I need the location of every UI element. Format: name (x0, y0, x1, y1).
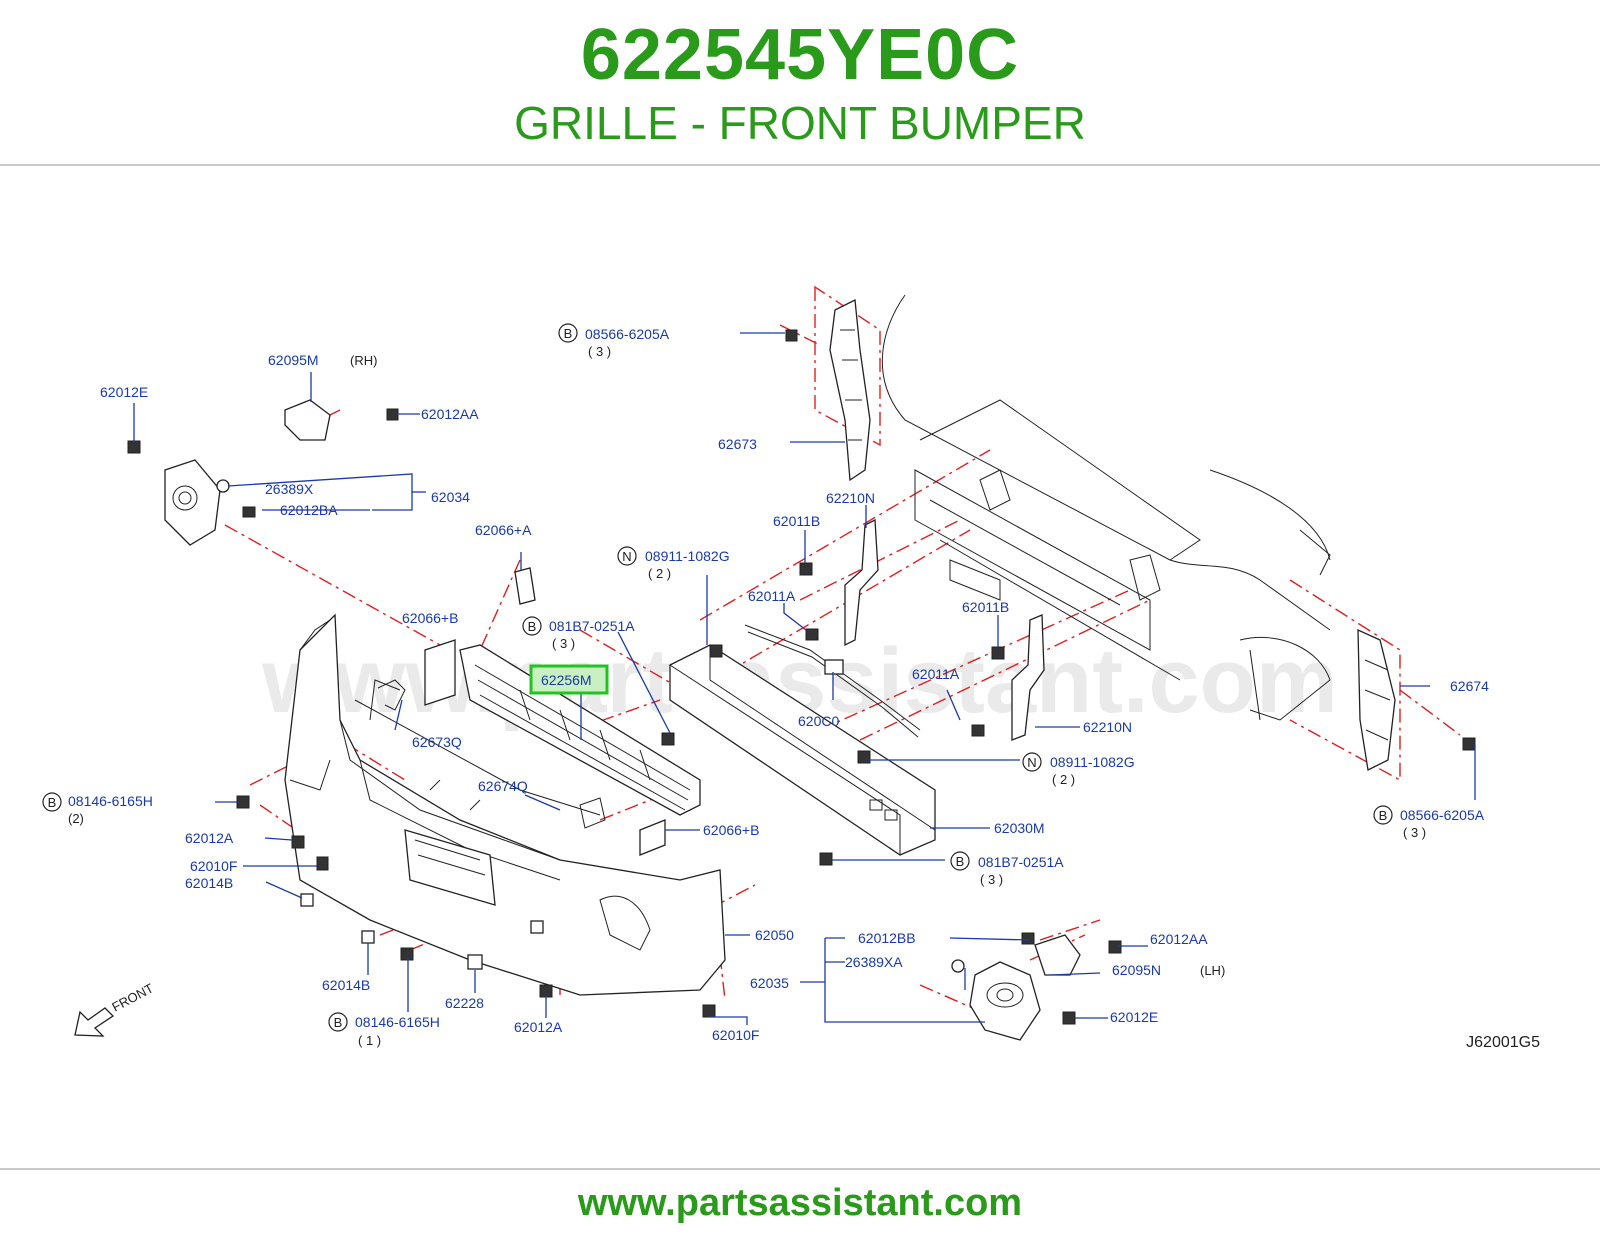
qty-2: ( 2 ) (1052, 772, 1075, 787)
label-620C0: 620C0 (798, 713, 839, 729)
label-26389XA: 26389XA (845, 954, 903, 970)
label-62066B-right: 62066+B (703, 822, 759, 838)
label-62012E: 62012E (100, 384, 148, 400)
leader-lines (133, 332, 1476, 1025)
label-08566-6205A-right: 08566-6205A (1400, 807, 1485, 823)
qty-3: ( 3 ) (980, 872, 1003, 887)
footer-website-url: www.partsassistant.com (577, 1182, 1023, 1224)
label-26389X: 26389X (265, 481, 314, 497)
label-rh: (RH) (350, 353, 377, 368)
qty-1: ( 1 ) (358, 1033, 381, 1048)
part-name-subtitle: GRILLE - FRONT BUMPER (514, 97, 1086, 149)
label-08566-6205A: 08566-6205A (585, 326, 670, 342)
label-62034: 62034 (431, 489, 470, 505)
parts-diagram: www.partsassistant.com (0, 270, 1600, 1080)
front-label: FRONT (109, 980, 156, 1014)
fasteners (127, 329, 1476, 1025)
prefix-circles: B N B B N B B B (42, 323, 1393, 1032)
svg-text:B: B (334, 1015, 343, 1030)
fog-lamp-62035 (969, 961, 1041, 1041)
label-62012AA: 62012AA (421, 406, 479, 422)
svg-text:B: B (1379, 808, 1388, 823)
bumper-fascia-62050 (284, 613, 726, 996)
label-lh: (LH) (1200, 963, 1225, 978)
label-62210N-right: 62210N (1083, 719, 1132, 735)
label-62674: 62674 (1450, 678, 1489, 694)
label-62012AA-right: 62012AA (1150, 931, 1208, 947)
label-62011A: 62011A (748, 588, 796, 604)
exploded-view-svg: www.partsassistant.com (42, 285, 1540, 1051)
part-number-title: 622545YE0C (580, 15, 1020, 95)
front-direction-indicator: FRONT (74, 980, 156, 1037)
grille-62256M (459, 644, 701, 816)
label-62010F: 62010F (190, 858, 237, 874)
svg-text:B: B (48, 795, 57, 810)
label-62035: 62035 (750, 975, 789, 991)
bracket-62673 (829, 298, 871, 482)
label-62014B-lower: 62014B (322, 977, 370, 993)
label-62011B: 62011B (773, 513, 820, 529)
svg-text:B: B (956, 854, 965, 869)
label-62228: 62228 (445, 995, 484, 1011)
label-08146-6165H: 08146-6165H (68, 793, 153, 809)
label-62012BB: 62012BB (858, 930, 916, 946)
label-62012A: 62012A (185, 830, 234, 846)
label-08911-1082G: 08911-1082G (645, 548, 730, 564)
svg-text:B: B (528, 619, 537, 634)
label-62030M: 62030M (994, 820, 1045, 836)
qty-3: ( 3 ) (1403, 825, 1426, 840)
label-62095M: 62095M (268, 352, 319, 368)
bracket-62095M (284, 399, 331, 441)
qty-3: ( 3 ) (552, 636, 575, 651)
label-62210N: 62210N (826, 490, 875, 506)
svg-text:N: N (622, 549, 631, 564)
harness-620C0 (744, 624, 921, 738)
svg-text:B: B (564, 326, 573, 341)
fog-lamp-62034 (164, 459, 221, 546)
label-62066A: 62066+A (475, 522, 532, 538)
bracket-62095N (1034, 934, 1081, 976)
bracket-62210N (844, 518, 1045, 741)
header-divider (0, 164, 1600, 166)
svg-text:N: N (1027, 755, 1036, 770)
label-08911-1082G-right: 08911-1082G (1050, 754, 1135, 770)
label-081B7-0251A: 081B7-0251A (549, 618, 635, 634)
label-62066B: 62066+B (402, 610, 458, 626)
footer-divider (0, 1168, 1600, 1170)
label-62012BA: 62012BA (280, 502, 338, 518)
qty-2: (2) (68, 811, 84, 826)
diagram-code: J62001G5 (1466, 1034, 1540, 1051)
label-62010F-lower: 62010F (712, 1027, 759, 1043)
label-081B7-0251A-right: 081B7-0251A (978, 854, 1064, 870)
label-62011A-right: 62011A (912, 666, 960, 682)
bracket-62674 (1357, 628, 1396, 771)
label-62012A-lower: 62012A (514, 1019, 563, 1035)
vehicle-body-outline (881, 294, 1331, 721)
label-62011B-right: 62011B (962, 599, 1009, 615)
page-header: 622545YE0C GRILLE - FRONT BUMPER (0, 0, 1600, 168)
label-62012E-right: 62012E (1110, 1009, 1158, 1025)
highlighted-part-box (529, 664, 609, 695)
qty-2: ( 2 ) (648, 566, 671, 581)
callout-labels: 62095M (RH) 62012E 62012AA 26389X 62034 … (68, 326, 1489, 1048)
label-62014B: 62014B (185, 875, 233, 891)
qty-3: ( 3 ) (588, 344, 611, 359)
label-62095N: 62095N (1112, 962, 1161, 978)
label-62256M: 62256M (541, 672, 592, 688)
label-62050: 62050 (755, 927, 794, 943)
label-62673: 62673 (718, 436, 757, 452)
label-62673Q: 62673Q (412, 734, 462, 750)
label-08146-6165H-lower: 08146-6165H (355, 1014, 440, 1030)
label-62674Q: 62674Q (478, 778, 528, 794)
